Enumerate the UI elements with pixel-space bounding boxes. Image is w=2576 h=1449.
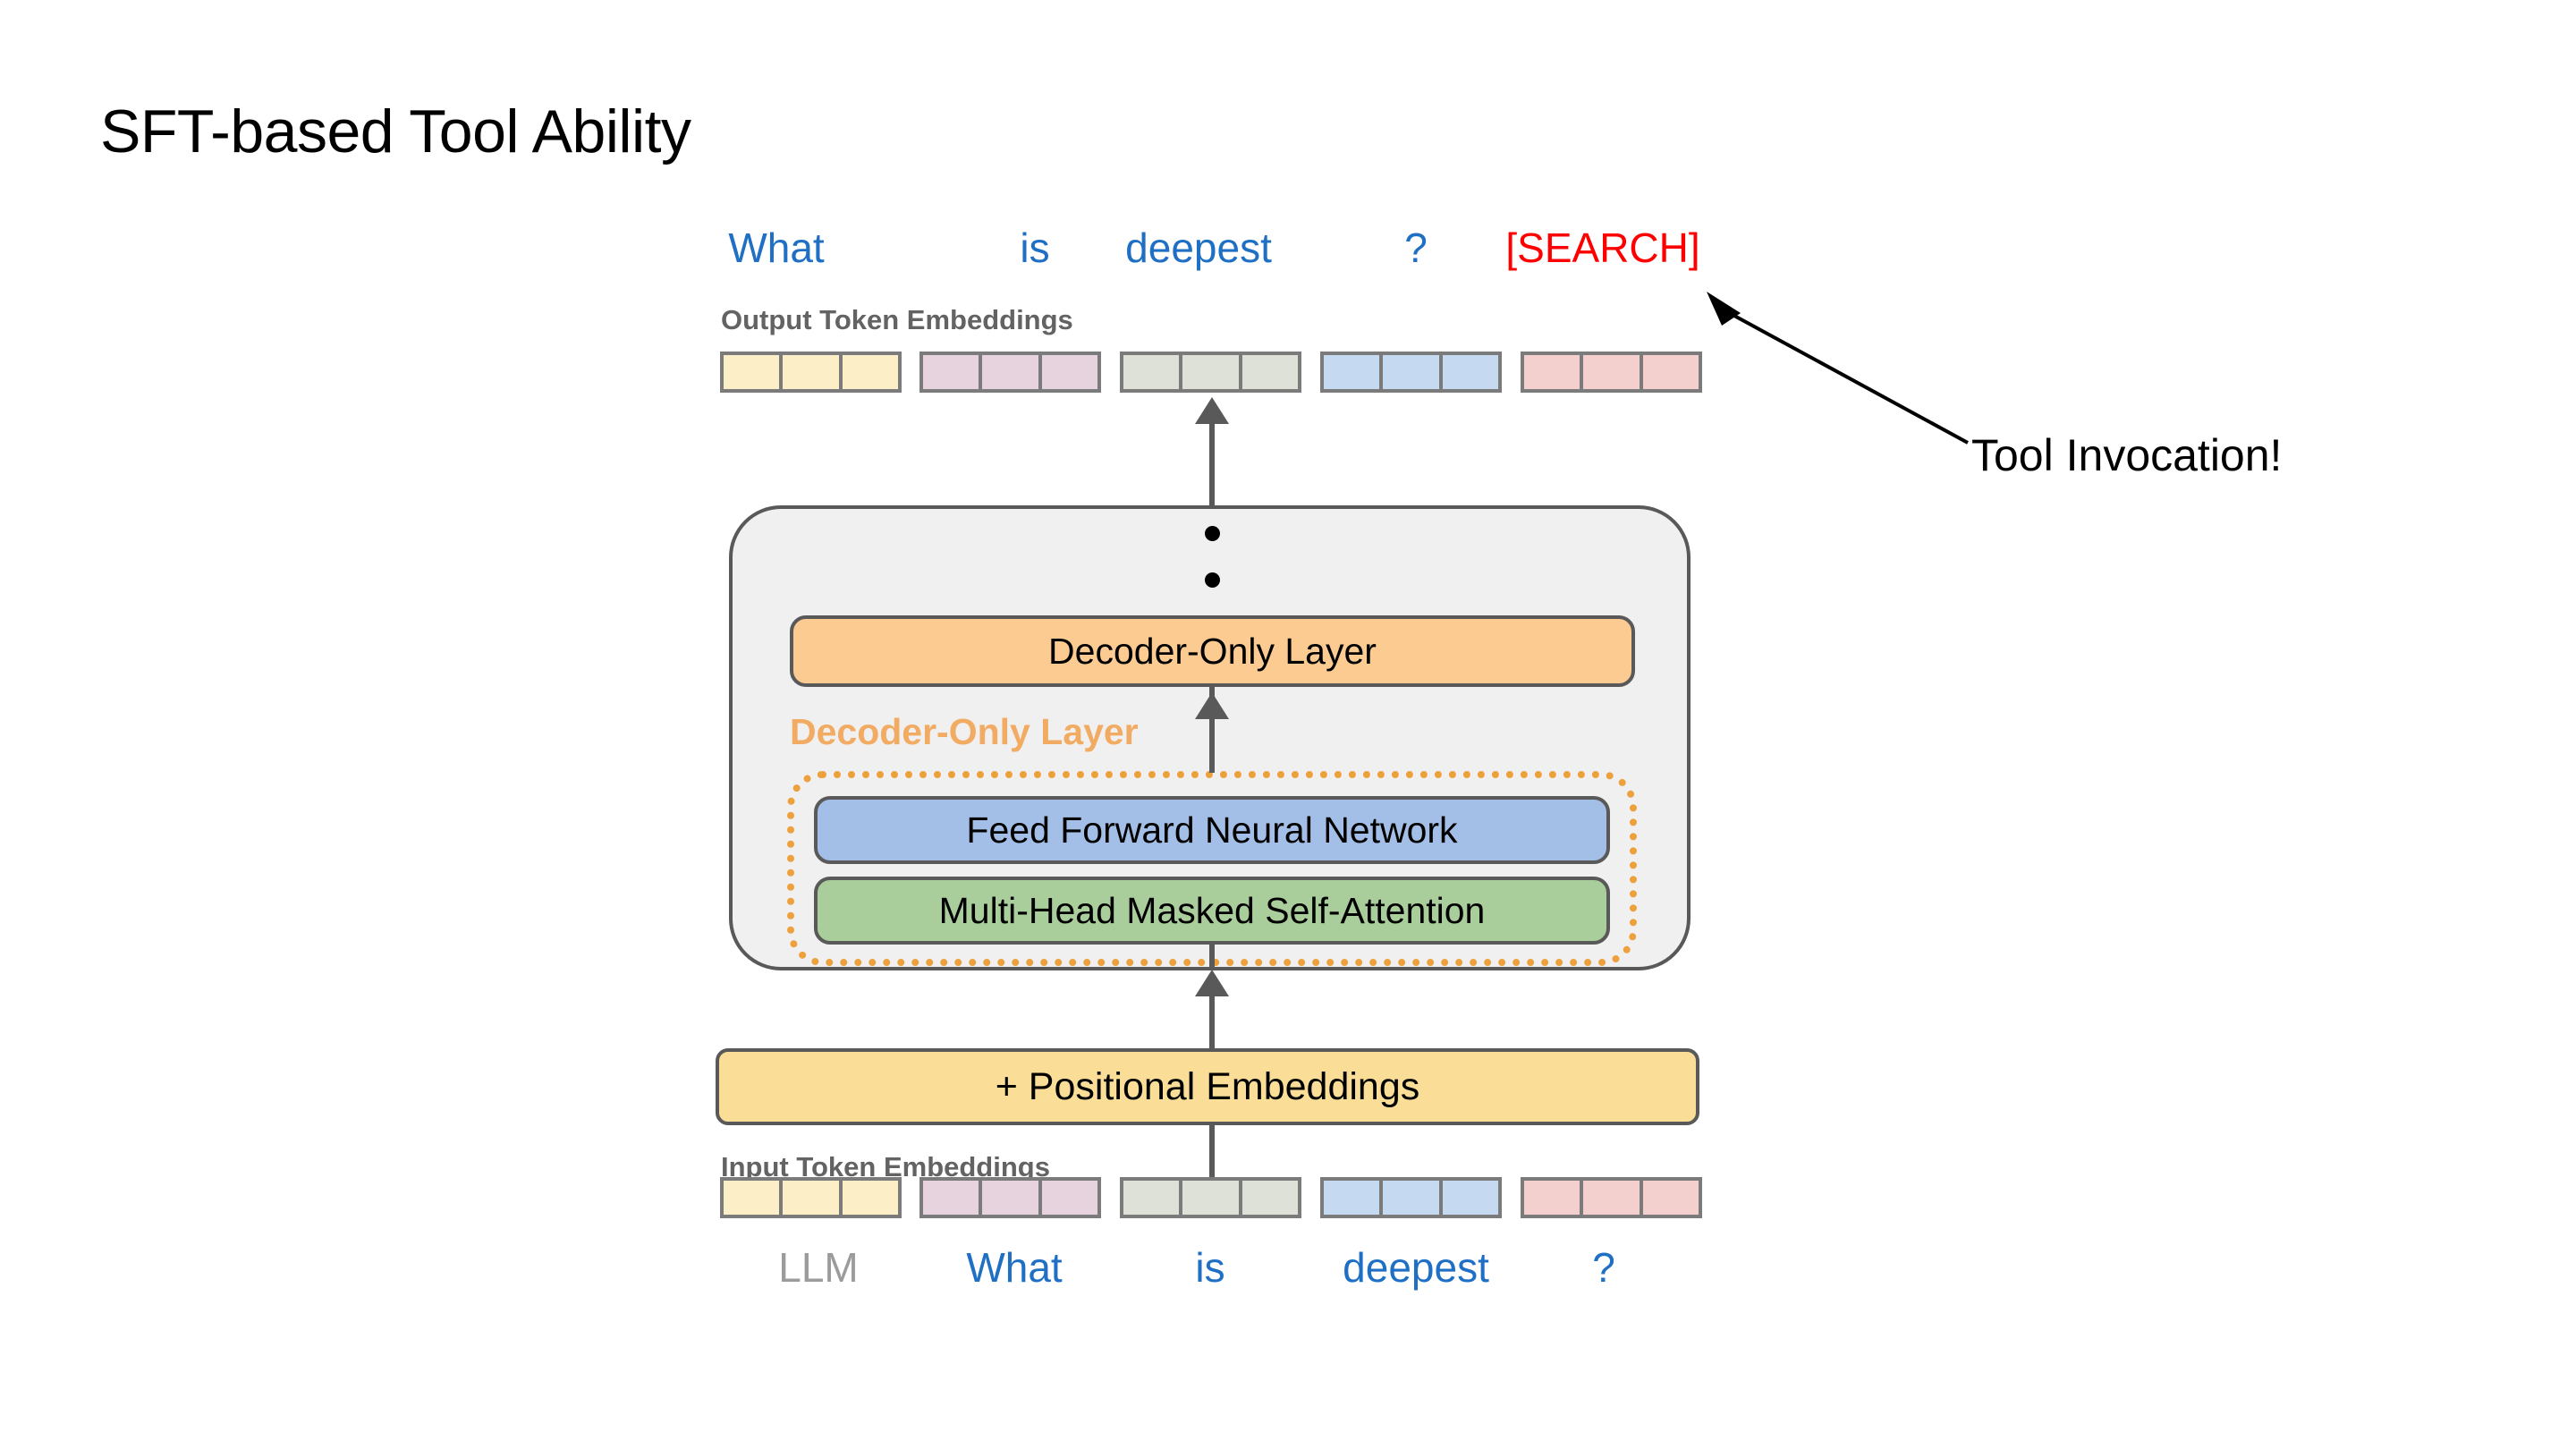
emb-cell [1583,355,1643,389]
emb-cell [1182,1181,1242,1215]
emb-cell [1642,1181,1699,1215]
emb-cell [1182,355,1242,389]
feed-forward-neural-network-box: Feed Forward Neural Network [814,796,1610,864]
input-embedding-group-2 [1120,1177,1301,1218]
emb-cell [842,1181,898,1215]
output-embedding-group-0 [720,352,902,393]
input-token-word-0: LLM [778,1244,859,1291]
output-token-word-0: What [728,225,825,271]
emb-cell [1442,355,1498,389]
positional-embeddings-box: + Positional Embeddings [716,1048,1699,1125]
input-token-word-2: is [1195,1244,1225,1291]
output-embedding-group-3 [1320,352,1502,393]
page-title: SFT-based Tool Ability [100,97,691,165]
emb-cell [1041,355,1097,389]
emb-cell [1041,1181,1097,1215]
emb-cell [1123,1181,1183,1215]
output-token-word-3: ? [1404,225,1428,271]
emb-cell [783,355,843,389]
emb-cell [724,355,784,389]
emb-cell [1324,355,1384,389]
emb-cell [1642,355,1699,389]
input-embedding-group-4 [1521,1177,1702,1218]
emb-cell [923,1181,983,1215]
emb-cell [1524,355,1584,389]
emb-cell [1241,355,1298,389]
input-token-word-4: ? [1592,1244,1615,1291]
emb-cell [842,355,898,389]
input-token-word-3: deepest [1343,1244,1489,1291]
decoder-only-layer-group-label: Decoder-Only Layer [790,711,1139,752]
emb-cell [783,1181,843,1215]
output-embedding-group-2 [1120,352,1301,393]
input-embedding-group-3 [1320,1177,1502,1218]
tool-invocation-annotation: Tool Invocation! [1971,430,2283,480]
output-embedding-group-4 [1521,352,1702,393]
emb-cell [1123,355,1183,389]
emb-cell [1583,1181,1643,1215]
decoder-only-layer-box: Decoder-Only Layer [790,615,1635,687]
emb-cell [1324,1181,1384,1215]
emb-cell [1383,1181,1443,1215]
emb-cell [1241,1181,1298,1215]
input-token-word-1: What [966,1244,1063,1291]
emb-cell [724,1181,784,1215]
input-embedding-group-0 [720,1177,902,1218]
emb-cell [982,1181,1042,1215]
connector-line-upper [1209,687,1215,773]
flow-arrow-decoder-to-output [1195,397,1229,508]
output-token-word-1: is [1020,225,1050,271]
emb-cell [1383,355,1443,389]
emb-cell [1442,1181,1498,1215]
emb-cell [1524,1181,1584,1215]
connector-line-input-to-positional [1209,1125,1215,1188]
output-token-embeddings-caption: Output Token Embeddings [721,304,1073,335]
output-embedding-group-1 [919,352,1101,393]
emb-cell [982,355,1042,389]
input-embedding-group-1 [919,1177,1101,1218]
connector-line-attention [1209,945,1215,968]
emb-cell [923,355,983,389]
output-token-word-4-search: [SEARCH] [1505,225,1700,271]
multi-head-masked-self-attention-box: Multi-Head Masked Self-Attention [814,877,1610,945]
flow-arrow-positional-to-decoder [1195,970,1229,1048]
output-token-word-2: deepest [1125,225,1272,271]
